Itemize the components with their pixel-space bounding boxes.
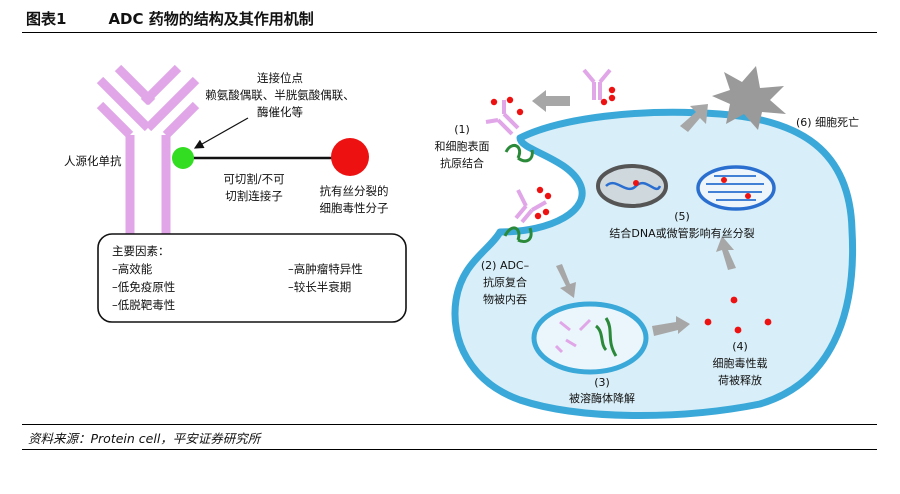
figure-number: 图表1 [26, 10, 67, 28]
payload-dot [745, 193, 751, 199]
adc-icon [485, 100, 520, 136]
payload-dot [608, 86, 616, 94]
dead-cell-icon [712, 66, 786, 130]
payload-dot [721, 177, 727, 183]
factor-item: –低脱靶毒性 [112, 298, 175, 312]
payload-dot [534, 212, 542, 220]
source-rule-bottom [22, 449, 877, 450]
step3-num: (3) [594, 376, 610, 389]
payload-label-line1: 抗有丝分裂的 [320, 184, 389, 198]
receptor-icon [503, 226, 533, 243]
step6-text: (6) 细胞死亡 [796, 115, 859, 129]
step4-num: (4) [732, 340, 748, 353]
step4-line2: 荷被释放 [718, 373, 762, 387]
linker-site-title: 连接位点 [257, 71, 303, 85]
payload-dot [516, 108, 524, 116]
degraded-fragments [554, 318, 592, 354]
lysosome [531, 301, 649, 375]
step3-text: 被溶酶体降解 [569, 391, 635, 405]
payload-dot [542, 208, 550, 216]
step2-line3: 物被内吞 [483, 292, 527, 306]
payload-label-line2: 细胞毒性分子 [320, 201, 389, 215]
step5-num: (5) [674, 210, 690, 223]
factors-box [97, 233, 407, 323]
step2-line1: (2) ADC– [481, 259, 529, 272]
factor-item: –高肿瘤特异性 [288, 262, 363, 276]
step2-line2: 抗原复合 [483, 275, 527, 289]
adc-icon [582, 68, 612, 100]
factor-item: –低免疫原性 [112, 280, 175, 294]
payload-dot [506, 96, 514, 104]
adc-icon [514, 189, 547, 224]
factor-item: –高效能 [112, 262, 153, 276]
step1-num: (1) [454, 123, 470, 136]
payload-icon [331, 138, 369, 176]
payload-dot [600, 98, 608, 106]
factor-item: –较长半衰期 [288, 280, 351, 294]
linker-site-line2: 酶催化等 [257, 105, 303, 119]
antibody-label: 人源化单抗 [64, 154, 122, 168]
source-rule-top [22, 424, 877, 425]
step5-text: 结合DNA或微管影响有丝分裂 [609, 226, 754, 240]
title-rule [22, 32, 877, 33]
figure-title: 图表1 ADC 药物的结构及其作用机制 [26, 8, 314, 29]
source-note: 资料来源：Protein cell，平安证券研究所 [28, 431, 261, 446]
conjugation-site-icon [172, 147, 194, 169]
figure-title-text: ADC 药物的结构及其作用机制 [108, 10, 314, 28]
payload-dot [544, 192, 552, 200]
payload-dot [608, 94, 616, 102]
payload-dot [633, 180, 639, 186]
linker-site-line1: 赖氨酸偶联、半胱氨酸偶联、 [205, 88, 355, 102]
linker-label-line2: 切割连接子 [225, 189, 283, 203]
microtubule [696, 165, 776, 211]
factors-header: 主要因素： [112, 244, 170, 258]
receptor-icon [504, 143, 534, 163]
linker-label-line1: 可切割/不可 [223, 172, 284, 186]
microtubule-lines [706, 175, 764, 201]
step1-line1: 和细胞表面 [435, 139, 490, 153]
degraded-receptor [594, 317, 618, 357]
nucleus [596, 164, 668, 208]
payload-dot [490, 98, 498, 106]
step1-line2: 抗原结合 [440, 156, 484, 170]
step4-line1: 细胞毒性载 [713, 356, 768, 370]
process-arrows [532, 90, 736, 336]
released-payload [704, 296, 772, 334]
site-pointer-arrow [193, 117, 249, 149]
payload-dot [536, 186, 544, 194]
